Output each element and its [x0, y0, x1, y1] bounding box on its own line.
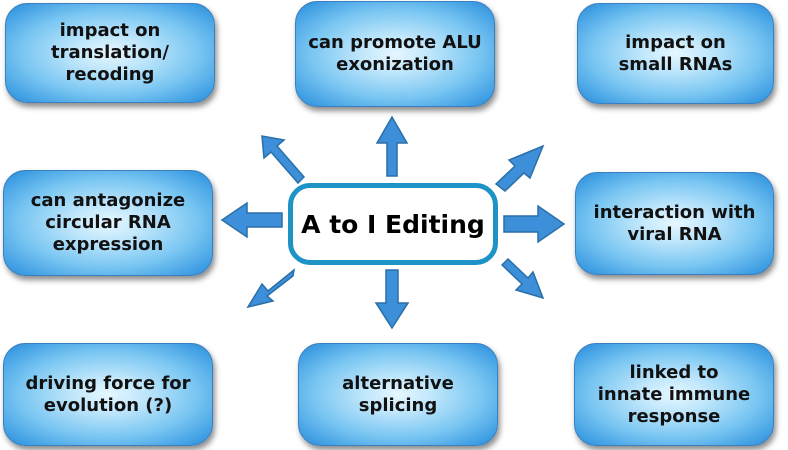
node-alu-exonization: can promote ALU exonization [295, 1, 495, 107]
node-translation: impact on translation/ recoding [5, 3, 215, 103]
node-label: driving force for evolution (?) [25, 372, 191, 416]
arrow-up [375, 115, 409, 177]
node-label: alternative splicing [342, 372, 454, 416]
center-node: A to I Editing [288, 183, 498, 265]
node-label: interaction with viral RNA [593, 201, 756, 245]
arrow-down [374, 269, 410, 330]
node-label: impact on small RNAs [618, 31, 733, 75]
node-small-rnas: impact on small RNAs [577, 3, 774, 104]
node-circular-rna: can antagonize circular RNA expression [3, 170, 213, 276]
arrow-left [220, 201, 283, 239]
arrow-down-left [246, 268, 296, 309]
arrow-down-right [500, 257, 545, 300]
node-label: can promote ALU exonization [308, 32, 482, 75]
node-innate-immune: linked to innate immune response [574, 343, 774, 446]
node-evolution: driving force for evolution (?) [3, 343, 213, 446]
center-label: A to I Editing [301, 209, 485, 239]
node-label: impact on translation/ recoding [50, 20, 169, 85]
node-alternative-splicing: alternative splicing [298, 343, 498, 446]
node-viral-rna: interaction with viral RNA [575, 172, 774, 275]
arrow-up-left [261, 135, 306, 185]
arrow-up-right [494, 144, 545, 192]
node-label: can antagonize circular RNA expression [30, 190, 186, 255]
arrow-right [503, 204, 566, 244]
node-label: linked to innate immune response [597, 361, 751, 427]
